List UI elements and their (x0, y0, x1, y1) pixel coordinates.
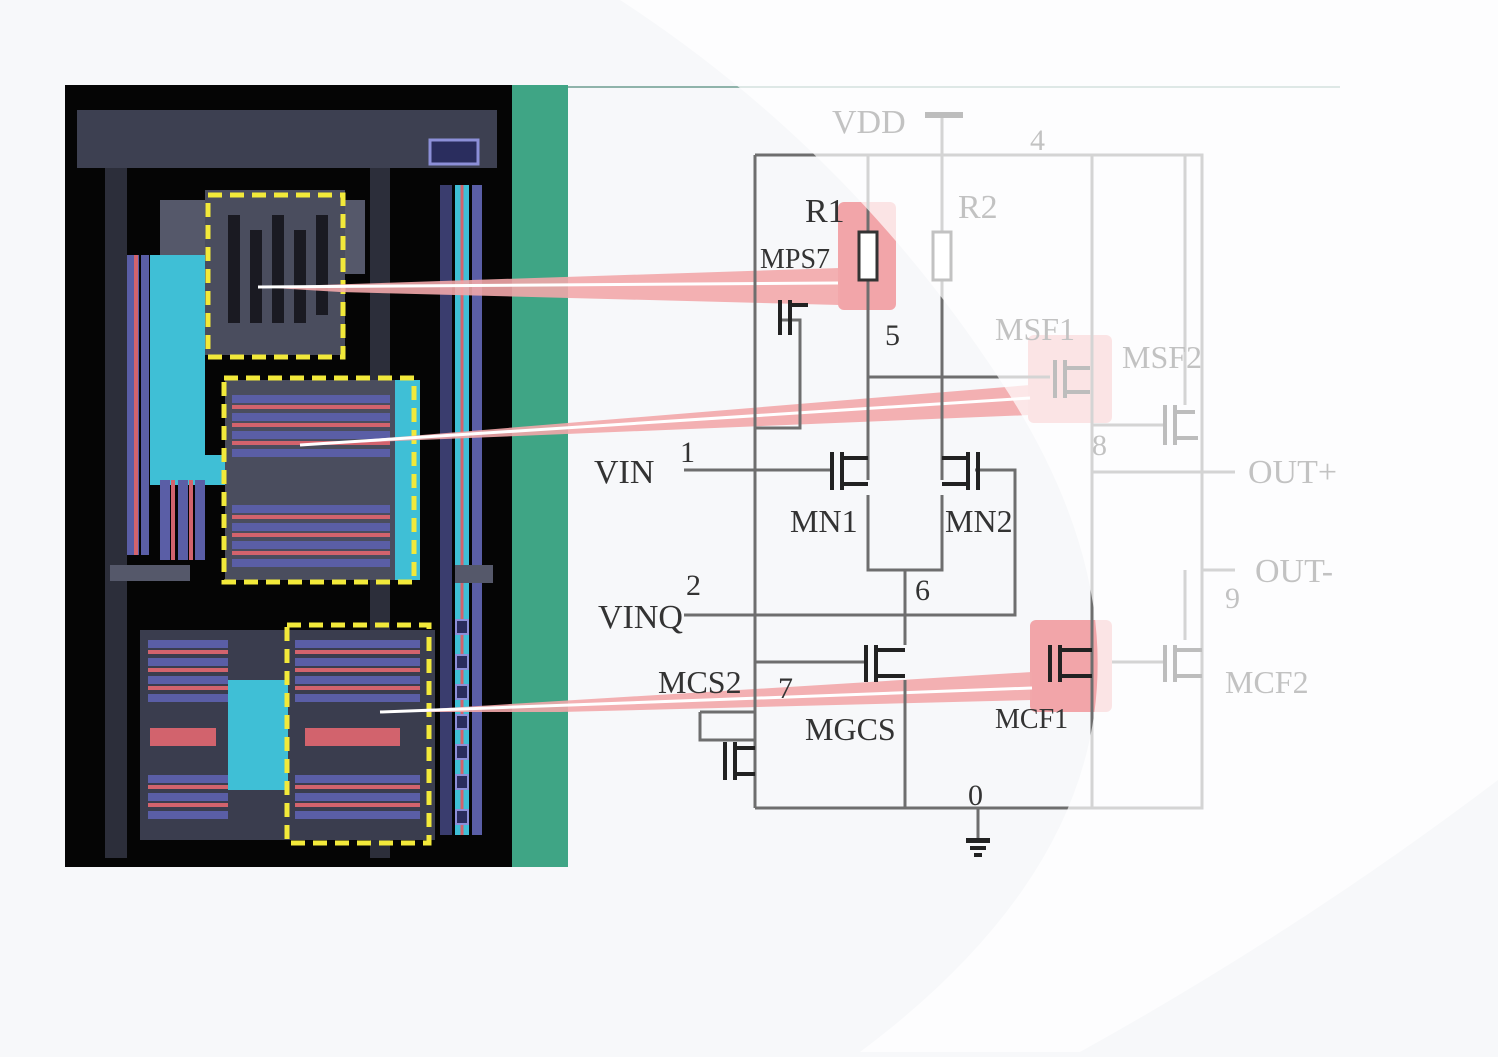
ground-symbol (966, 838, 990, 857)
node-4-label: 4 (1030, 124, 1045, 157)
node-0-label: 0 (968, 779, 983, 812)
node-5-label: 5 (885, 319, 900, 352)
msf2-symbol (1163, 405, 1198, 445)
transistor-mcf2-label: MCF2 (1225, 664, 1309, 700)
layout-metal-left (150, 255, 205, 475)
resistor-r2-symbol (931, 230, 953, 282)
layout-top-bar (77, 110, 497, 168)
transistor-mcf1-label: MCF1 (995, 704, 1068, 735)
transistor-msf2-label: MSF2 (1122, 339, 1202, 375)
mcs2-symbol (723, 742, 755, 780)
mps7-symbol (778, 300, 808, 335)
node-9-label: 9 (1225, 582, 1240, 615)
node-2-label: 2 (686, 569, 701, 602)
node-7-label: 7 (778, 672, 793, 705)
node-6-label: 6 (915, 574, 930, 607)
mgcs-symbol (864, 645, 905, 682)
node-8-label: 8 (1092, 429, 1107, 462)
mcf2-symbol (1163, 645, 1202, 682)
transistor-mgcs-label: MGCS (805, 711, 896, 747)
panel-divider (512, 85, 568, 867)
input-vinq-label: VINQ (598, 599, 683, 636)
mn2-symbol (942, 452, 980, 490)
resistor-r1-symbol (857, 230, 879, 282)
mn1-symbol (830, 452, 868, 490)
layout-transistor-block-1 (225, 380, 415, 580)
vdd-symbol (925, 112, 963, 118)
highlight-msf1 (1028, 335, 1112, 423)
vdd-label: VDD (832, 104, 906, 141)
resistor-r2-label: R2 (958, 189, 998, 226)
output-outn-label: OUT- (1255, 553, 1333, 590)
transistor-mn2-label: MN2 (945, 503, 1013, 539)
transistor-mcs2-label: MCS2 (658, 664, 742, 700)
output-outp-label: OUT+ (1248, 454, 1337, 491)
layout-panel (65, 85, 568, 867)
transistor-msf1-label: MSF1 (995, 311, 1075, 347)
transistor-mn1-label: MN1 (790, 503, 858, 539)
resistor-r1-label: R1 (805, 193, 845, 230)
input-vin-label: VIN (594, 454, 654, 491)
highlight-mcf1 (1030, 620, 1112, 712)
transistor-mps7-label: MPS7 (760, 244, 830, 275)
node-1-label: 1 (680, 436, 695, 469)
